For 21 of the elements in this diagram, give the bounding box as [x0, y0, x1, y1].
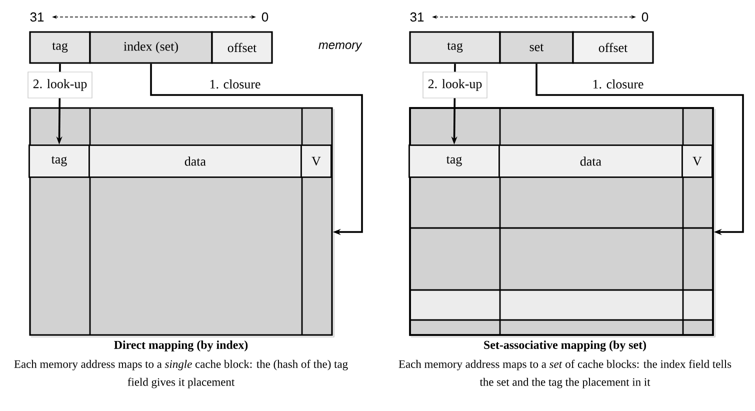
field-cell: index (set) [89, 31, 213, 64]
edge-label: 2. look-up [28, 72, 92, 98]
edge-label: 2. look-up [422, 72, 488, 98]
arrow [536, 64, 744, 236]
caption-heading: Set-associative mapping (by set) [484, 340, 646, 352]
memory-label: memory [318, 42, 362, 52]
table-cell: V [300, 144, 332, 178]
edge-label: 1. closure [593, 79, 644, 89]
field-cell: tag [29, 31, 91, 64]
arrow [150, 64, 363, 236]
field-cell: set [499, 31, 574, 64]
field-cell: offset [572, 31, 654, 64]
caption-heading: Direct mapping (by index) [114, 340, 248, 352]
edge-label: 1. closure [210, 79, 260, 89]
table-cell: tag [408, 144, 500, 178]
table-cell: tag [28, 144, 90, 178]
caption-text: Each memory address maps to a set of cache blocks: the index field tells the set and the tag the placement in it [398, 360, 732, 388]
field-cell: offset [211, 31, 273, 64]
field-cell: tag [409, 31, 501, 64]
caption-text: Each memory address maps to a single cache block: the (hash of the) tag field gives it placement [14, 360, 348, 388]
table-cell: V [682, 144, 713, 178]
